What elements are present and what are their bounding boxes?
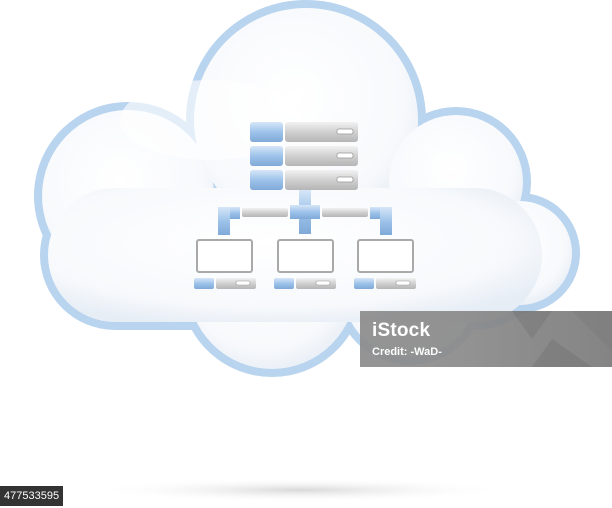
- network-tree-icon: [218, 190, 392, 235]
- desktop-computer-icon: [194, 239, 256, 289]
- server-unit: [250, 170, 358, 190]
- watermark-pattern-icon: [512, 311, 612, 367]
- ground-shadow: [90, 478, 510, 502]
- server-unit: [250, 146, 358, 166]
- server-rack-icon: [250, 122, 358, 190]
- stock-id-label: 477533595: [0, 486, 64, 506]
- server-unit: [250, 122, 358, 142]
- watermark-credit: Credit: -WaD-: [372, 346, 442, 358]
- desktop-computer-icon: [274, 239, 336, 289]
- watermark-banner: iStock Credit: -WaD-: [360, 311, 612, 367]
- watermark-logo: iStock: [372, 320, 431, 341]
- desktop-computer-icon: [354, 239, 416, 289]
